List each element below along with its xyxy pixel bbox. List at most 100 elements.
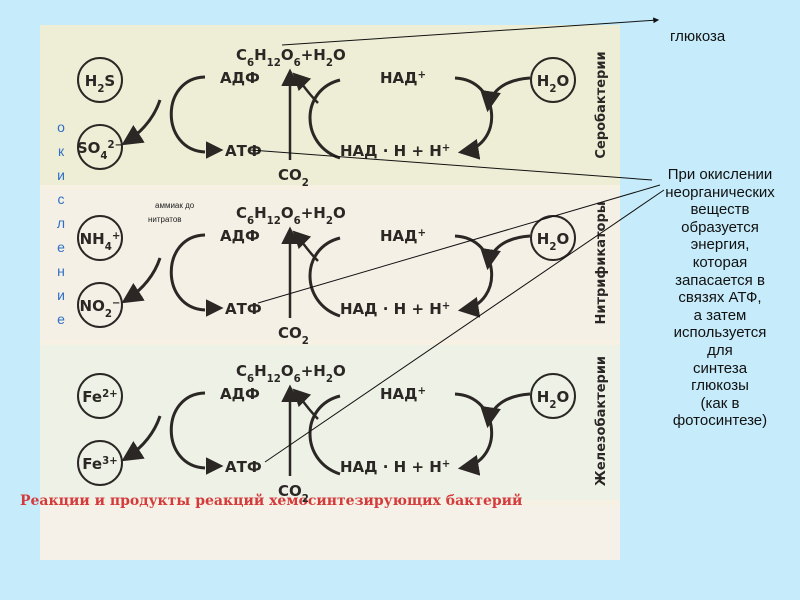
- nadh-label: НАД · Н + Н+: [340, 142, 450, 160]
- explanation-line: фотосинтезе): [672, 412, 768, 430]
- nad-label: НАД+: [380, 385, 426, 403]
- substrate-formula: NH4+: [80, 230, 121, 253]
- adp-atp-curve: [169, 75, 206, 154]
- panel-background-iron: [40, 345, 620, 500]
- glucose-label: глюкоза: [670, 28, 726, 45]
- water-circle: [530, 373, 576, 419]
- atp-label: АТФ: [225, 142, 262, 160]
- chemosynthesis-figure: [40, 25, 620, 560]
- side-letter: н: [57, 263, 65, 279]
- bacteria-group-label: Серобактерии: [594, 51, 609, 158]
- substrate-formula: H2S: [85, 72, 115, 95]
- substrate-circle: [77, 57, 123, 103]
- glucose-formula: C6H12O6+H2O: [236, 46, 346, 69]
- panel-nitrifying: NH4+ NO2− АДФ АТФ C6H12O6+H2O CO2 НАД+ НАД · Н …: [77, 201, 609, 347]
- water-circle: [530, 57, 576, 103]
- bacteria-group-label: Железобактерии: [594, 356, 609, 486]
- side-letter: и: [57, 167, 65, 183]
- reduction-arrow: [292, 72, 319, 104]
- explanation-line: для: [707, 341, 733, 359]
- water-arrow: [480, 234, 531, 271]
- product-circle: [77, 124, 123, 170]
- explanation-line: используется: [673, 324, 767, 342]
- atp-label: АТФ: [225, 300, 262, 318]
- nad-curve: [308, 394, 341, 476]
- side-letter: е: [57, 311, 65, 327]
- product-formula: SO42−: [77, 139, 123, 162]
- oxidation-arrow: [121, 257, 162, 304]
- nadh-label: НАД · Н + Н+: [340, 458, 450, 476]
- panel-background-sulfur: [40, 25, 620, 185]
- side-letter: с: [57, 191, 65, 207]
- side-letter: и: [57, 287, 65, 303]
- side-letter: к: [57, 143, 65, 159]
- product-circle: [77, 440, 123, 486]
- explanation-line: неорганических: [665, 183, 775, 201]
- side-word-oxidation: о к и с л е н и е: [52, 115, 70, 331]
- panel-background-nitrifying: [40, 190, 620, 340]
- oxidation-arrow: [121, 415, 162, 462]
- product-circle: [77, 282, 123, 328]
- co2-formula: CO2: [278, 324, 309, 347]
- atp-pointer-line-2: [257, 184, 661, 304]
- adp-atp-curve: [169, 391, 206, 470]
- ammonia-note-line-2: нитратов: [148, 215, 182, 224]
- explanation-line: При окислении: [667, 166, 773, 183]
- atp-label: АТФ: [225, 458, 262, 476]
- oxidation-arrow: [121, 99, 162, 146]
- glucose-formula: C6H12O6+H2O: [236, 362, 346, 385]
- water-formula: H2O: [537, 72, 569, 95]
- glucose-formula: C6H12O6+H2O: [236, 204, 346, 227]
- explanation-line: (как в: [700, 394, 740, 412]
- side-letter: о: [57, 119, 65, 135]
- water-formula: H2O: [537, 388, 569, 411]
- explanation-line: которая: [692, 253, 748, 271]
- nad-reduction-curve: [454, 234, 494, 318]
- substrate-formula: Fe2+: [82, 388, 117, 406]
- explanation-line: запасается в: [675, 271, 765, 289]
- adp-label: АДФ: [220, 69, 260, 87]
- reduction-arrow: [292, 230, 319, 262]
- nad-reduction-curve: [454, 76, 494, 160]
- water-arrow: [480, 76, 531, 113]
- nad-label: НАД+: [380, 69, 426, 87]
- figure-caption: Реакции и продукты реакций хемосинтезиру…: [20, 493, 523, 509]
- co2-formula: CO2: [278, 482, 309, 505]
- atp-pointer-line-3: [264, 189, 665, 463]
- water-arrow: [480, 392, 531, 429]
- explanation-text: При окислении неорганических веществ обр…: [645, 166, 795, 430]
- nad-reduction-curve: [454, 392, 494, 476]
- explanation-line: энергия,: [690, 236, 750, 254]
- explanation-line: связях АТФ,: [678, 289, 762, 307]
- explanation-line: образуется: [681, 218, 759, 236]
- bacteria-group-label: Нитрификаторы: [594, 201, 609, 324]
- adp-atp-curve: [169, 233, 206, 312]
- nad-curve: [308, 78, 341, 160]
- reduction-arrow: [292, 388, 319, 420]
- substrate-circle: [77, 215, 123, 261]
- side-letter: л: [56, 215, 66, 231]
- glucose-pointer-line: [281, 17, 660, 46]
- explanation-line: а затем: [693, 306, 747, 324]
- water-formula: H2O: [537, 230, 569, 253]
- adp-label: АДФ: [220, 227, 260, 245]
- panel-iron: Fe2+ Fe3+ АДФ АТФ C6H12O6+H2O CO2 НАД+ НАД · Н …: [77, 356, 609, 505]
- explanation-line: синтеза: [692, 359, 748, 377]
- product-formula: Fe3+: [82, 455, 117, 473]
- panel-sulfur: H2S SO42− АДФ АТФ C6H12O6+H2O CO2 НАД+ НАД · Н …: [77, 46, 609, 189]
- product-formula: NO2−: [80, 297, 121, 320]
- explanation-line: глюкозы: [691, 377, 749, 395]
- nad-curve: [308, 236, 341, 318]
- substrate-circle: [77, 373, 123, 419]
- ammonia-note-line-1: аммиак до: [155, 201, 195, 210]
- explanation-line: веществ: [690, 201, 750, 219]
- side-letter: е: [57, 239, 65, 255]
- nad-label: НАД+: [380, 227, 426, 245]
- adp-label: АДФ: [220, 385, 260, 403]
- caption-background: [40, 505, 620, 560]
- nadh-label: НАД · Н + Н+: [340, 300, 450, 318]
- co2-formula: CO2: [278, 166, 309, 189]
- atp-pointer-line-1: [249, 149, 653, 181]
